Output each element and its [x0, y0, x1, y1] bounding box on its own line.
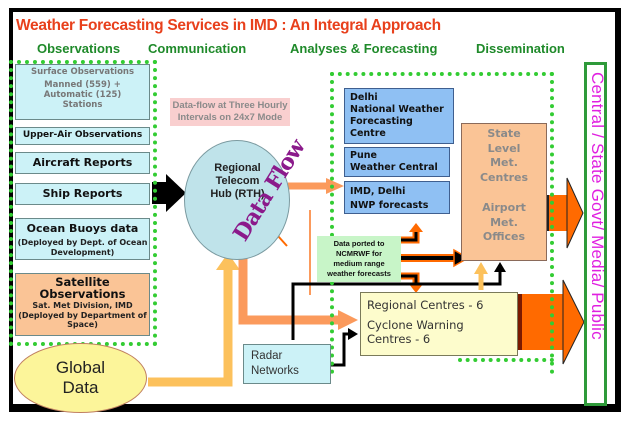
- ocean-buoys-title: Ocean Buoys data: [26, 222, 139, 235]
- imd-nwp-box: IMD, Delhi NWP forecasts: [344, 181, 450, 214]
- delhi-nwfc-line-1: Delhi: [350, 92, 378, 103]
- surface-observations-title: Surface Observations: [30, 67, 135, 77]
- pune-box: Pune Weather Central: [344, 147, 450, 177]
- delhi-nwfc-line-4: Centre: [350, 128, 386, 139]
- airport-line-3: Offices: [482, 230, 526, 243]
- rth-label-line-1: Regional: [214, 162, 261, 174]
- obs-to-rth-arrowhead: [166, 174, 186, 212]
- state-level-line-4: Centres: [479, 170, 529, 184]
- state-level-line-2: Level: [487, 141, 521, 155]
- imd-nwp-line-1: IMD, Delhi: [350, 186, 406, 197]
- surface-observations-box: Surface Observations Manned (559) + Auto…: [15, 64, 150, 120]
- state-airport-box: State Level Met. Centres Airport Met. Of…: [461, 123, 547, 261]
- airport-line-1: Airport: [482, 201, 526, 214]
- cyclone-warning-line-2: Centres - 6: [367, 332, 431, 346]
- rth-to-regional-arrowhead: [338, 310, 358, 330]
- regional-centres-line: Regional Centres - 6: [367, 298, 484, 312]
- column-heading-dissemination: Dissemination: [476, 41, 565, 56]
- ocean-buoys-detail-1: (Deployed by Dept. of Ocean: [17, 238, 148, 247]
- dataflow-frequency-note: Data-flow at Three Hourly Intervals on 2…: [170, 98, 290, 126]
- cyclone-warning-line-1: Cyclone Warning: [367, 318, 464, 332]
- ncmrwf-note-line-3: medium range: [333, 259, 385, 268]
- ncmrwf-note-line-4: weather forecasts: [327, 269, 391, 278]
- pune-line-2: Weather Central: [350, 162, 438, 173]
- airport-line-2: Met.: [490, 215, 518, 229]
- rth-label-line-2: Telecom: [215, 175, 260, 187]
- column-heading-observations: Observations: [37, 41, 121, 56]
- satellite-title-1: Satellite: [55, 275, 110, 289]
- surface-automatic: Automatic (125): [43, 90, 122, 100]
- global-to-rth-arrow: [148, 268, 233, 387]
- global-data-line-1: Global: [55, 358, 106, 377]
- satellite-detail-2: (Deployed by Department of: [18, 310, 147, 320]
- ship-reports-box: Ship Reports: [15, 183, 150, 205]
- ocean-buoys-box: Ocean Buoys data (Deployed by Dept. of O…: [15, 218, 150, 260]
- radar-line-2: Networks: [251, 365, 299, 377]
- state-level-line-3: Met.: [490, 156, 518, 169]
- ocean-buoys-detail-2: Development): [50, 247, 115, 257]
- global-data-ellipse: Global Data: [14, 343, 147, 413]
- diagram-title: Weather Forecasting Services in IMD : An…: [16, 17, 441, 34]
- aircraft-reports-box: Aircraft Reports: [15, 152, 150, 174]
- radar-to-airport-line: [291, 270, 502, 340]
- imd-nwp-line-2: NWP forecasts: [350, 200, 429, 211]
- analyses-group-bottom-edge: [458, 358, 554, 362]
- satellite-title-2: Observations: [39, 287, 126, 301]
- state-level-line-1: State: [487, 127, 521, 140]
- analyses-group: [330, 72, 554, 374]
- regional-to-dissemination-arrow: [562, 279, 585, 365]
- rth-circle: [184, 140, 290, 260]
- rth-to-regional-arrow: [238, 258, 340, 325]
- surface-manned: Manned (559) +: [44, 80, 121, 90]
- state-to-dissemination-arrow: [566, 177, 584, 249]
- dissemination-panel: [584, 62, 607, 406]
- regional-centres-box: Regional Centres - 6 Cyclone Warning Cen…: [360, 292, 518, 356]
- column-heading-communication: Communication: [148, 41, 247, 56]
- pune-line-1: Pune: [350, 150, 377, 161]
- radar-networks-box: Radar Networks: [243, 344, 331, 384]
- satellite-detail-3: Space): [67, 320, 98, 329]
- global-to-rth-arrowhead: [216, 253, 240, 270]
- ncmrwf-note-line-1: Data ported to: [333, 239, 385, 248]
- radar-to-regional-line: [330, 332, 350, 367]
- delhi-nwfc-line-2: National Weather: [350, 104, 444, 115]
- rth-label-line-3: Hub (RTH): [210, 188, 265, 200]
- ncmrwf-note-line-2: NCMRWF for: [335, 249, 383, 258]
- radar-line-1: Radar: [251, 350, 283, 362]
- dataflow-note-line-1: Data-flow at Three Hourly: [172, 100, 288, 111]
- surface-stations: Stations: [62, 100, 103, 110]
- ncmrwf-note: Data ported to NCMRWF for medium range w…: [317, 236, 401, 282]
- dissemination-target-label: Central / State Govt/ Media/ Public: [588, 72, 607, 340]
- delhi-nwfc-line-3: Forecasting: [350, 116, 413, 127]
- upper-air-box: Upper-Air Observations: [15, 127, 150, 145]
- delhi-nwfc-box: Delhi National Weather Forecasting Centr…: [344, 88, 454, 144]
- satellite-observations-box: Satellite Observations Sat. Met Division…: [15, 273, 150, 336]
- rth-label: Regional Telecom Hub (RTH): [200, 162, 275, 201]
- dataflow-note-line-2: Intervals on 24x7 Mode: [177, 112, 283, 123]
- column-heading-analyses: Analyses & Forecasting: [290, 41, 438, 56]
- satellite-detail-1: Sat. Met Division, IMD: [32, 301, 133, 310]
- global-data-line-2: Data: [62, 378, 99, 397]
